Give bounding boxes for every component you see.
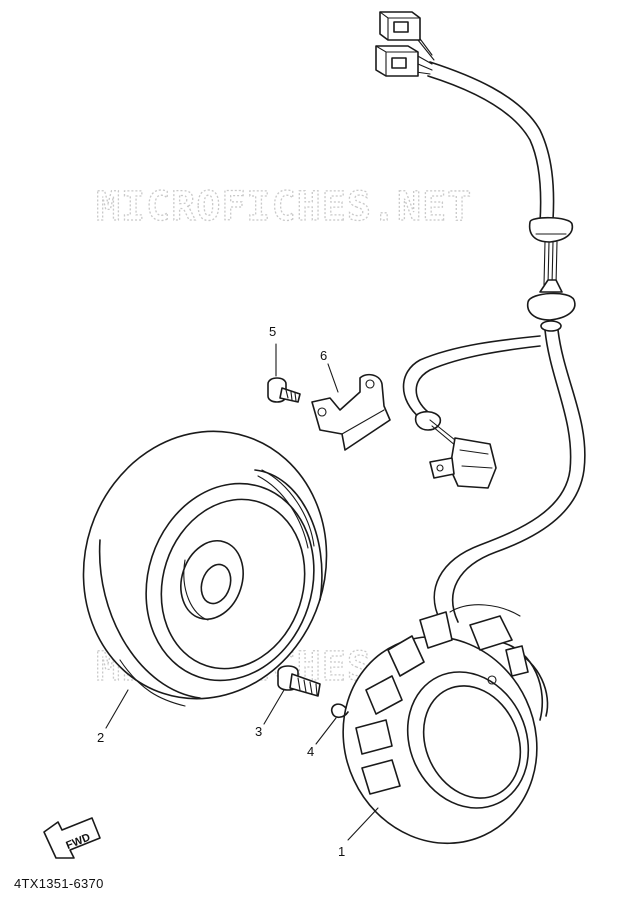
pickup-coil (414, 410, 497, 489)
callout-6: 6 (320, 348, 327, 363)
bolt-3 (277, 665, 321, 697)
flywheel-rotor (82, 430, 328, 707)
connector-upper (379, 11, 421, 41)
stator-coil (342, 604, 549, 845)
callout-5: 5 (269, 324, 276, 339)
callout-3: 3 (255, 724, 262, 739)
wire-harness (402, 31, 586, 623)
fwd-arrow-icon: FWD (43, 817, 101, 859)
callout-1: 1 (338, 844, 345, 859)
callout-4: 4 (307, 744, 314, 759)
connector-lower (375, 45, 419, 77)
watermark-top: MICROFICHES.NET (96, 184, 472, 230)
screw-5 (267, 377, 301, 403)
circlip-4 (330, 703, 349, 719)
callout-2: 2 (97, 730, 104, 745)
diagram-code: 4TX1351-6370 (14, 876, 104, 891)
leader-lines (105, 343, 379, 841)
lead-clamp-6 (311, 373, 391, 451)
